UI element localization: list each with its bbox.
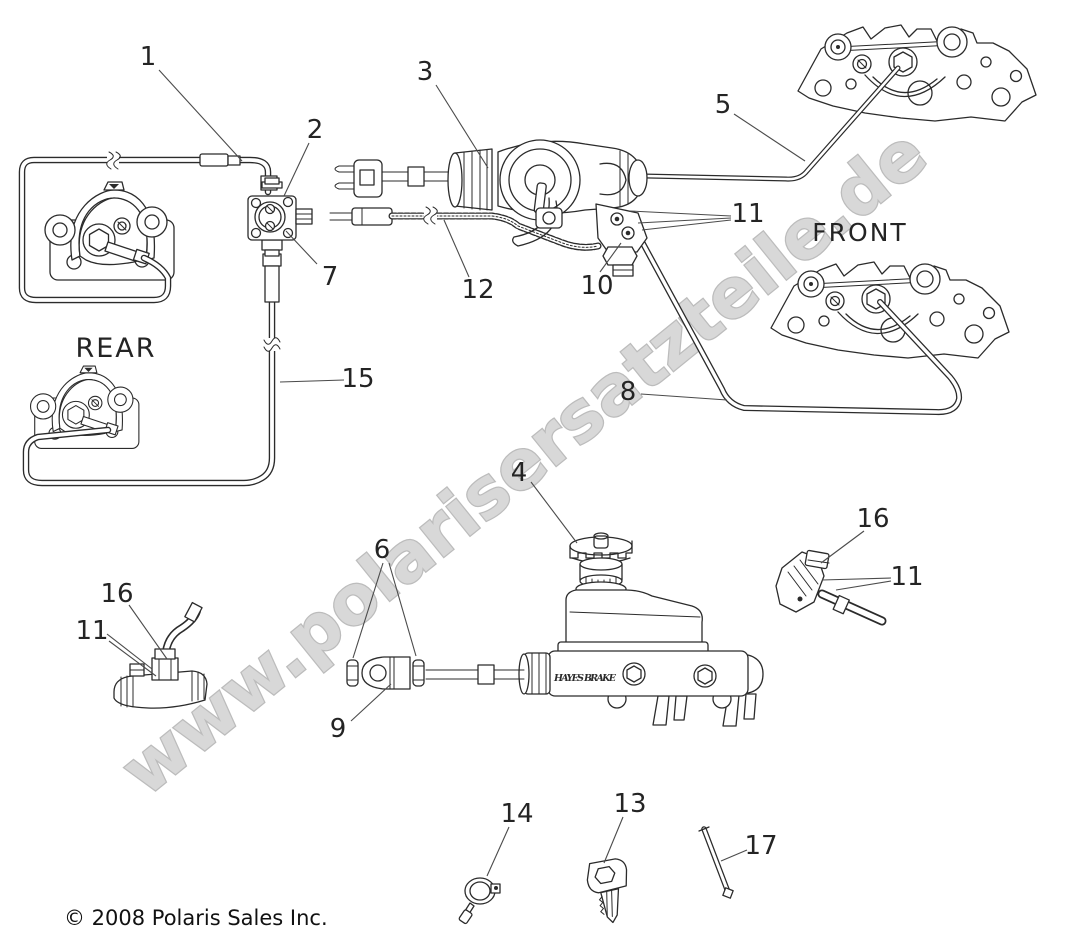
front-brake-line-lower — [637, 235, 963, 416]
callout-1: 1 — [140, 42, 157, 72]
leader-line-11c — [835, 580, 892, 591]
leader-line-9 — [350, 683, 392, 722]
callout-2: 2 — [307, 115, 324, 145]
cylinder-body: HAYES BRAKE — [518, 650, 764, 727]
callout-13: 13 — [613, 789, 646, 819]
pin-part — [698, 826, 734, 899]
callout-3: 3 — [417, 57, 434, 87]
brake-line-fitting-left — [113, 601, 208, 709]
master-cylinder-assembly: HAYES BRAKE — [346, 532, 764, 727]
callout-9: 9 — [330, 714, 347, 744]
leader-line-11b — [106, 633, 153, 670]
callout-11b: 11 — [75, 616, 108, 646]
leader-line-11a — [641, 219, 732, 231]
lever-barrel — [447, 148, 493, 211]
leader-line-5 — [733, 113, 806, 162]
leader-line-16b — [820, 530, 865, 564]
leader-line-17 — [720, 849, 748, 862]
handlebar-master-cylinder — [334, 139, 648, 277]
clevis — [361, 656, 411, 690]
front-caliper-top — [797, 24, 1037, 122]
leader-line-6 — [352, 562, 384, 659]
junction-fitting — [247, 177, 313, 257]
copyright-text: © 2008 Polaris Sales Inc. — [64, 906, 328, 930]
callout-11c: 11 — [890, 562, 923, 592]
leader-line-11a — [637, 217, 732, 224]
callout-6: 6 — [374, 535, 391, 565]
leader-line-15 — [279, 379, 345, 383]
callout-11a: 11 — [731, 199, 764, 229]
leader-line-11a — [629, 210, 732, 217]
leader-line-2 — [283, 142, 310, 197]
callout-16b: 16 — [856, 504, 889, 534]
brake-switch-connector — [334, 159, 383, 198]
callout-16a: 16 — [100, 579, 133, 609]
callout-4: 4 — [511, 458, 528, 488]
leader-line-6 — [388, 562, 417, 657]
leader-line-13 — [603, 816, 624, 864]
leader-line-16a — [128, 604, 168, 660]
push-rod — [425, 664, 525, 685]
brake-line-fitting-right — [775, 549, 887, 626]
callout-17: 17 — [744, 831, 777, 861]
key-part — [586, 858, 628, 924]
front-label: FRONT — [812, 218, 907, 247]
front-brake-line-upper — [642, 65, 901, 182]
brand-stamp: HAYES BRAKE — [553, 673, 617, 684]
leader-line-10 — [599, 242, 622, 273]
leader-line-11b — [108, 640, 157, 677]
leader-line-11c — [821, 577, 892, 581]
leader-line-12 — [443, 219, 470, 278]
clamp-part — [458, 877, 501, 925]
rear-brake-hose — [329, 206, 602, 251]
leader-line-7 — [285, 230, 318, 265]
callout-15: 15 — [341, 364, 374, 394]
clevis-pin-right — [412, 659, 425, 687]
callout-14: 14 — [500, 799, 533, 829]
callout-12: 12 — [461, 275, 494, 305]
banjo-fittings — [595, 203, 648, 277]
leader-line-1 — [158, 69, 243, 162]
callout-8: 8 — [620, 377, 637, 407]
leader-line-3 — [435, 84, 489, 169]
leader-line-14 — [486, 826, 510, 877]
leader-line-8 — [640, 393, 728, 401]
rear-label: REAR — [75, 333, 156, 364]
leader-line-4 — [530, 481, 578, 544]
reservoir — [557, 557, 709, 656]
rear-brake-line-lower — [22, 248, 282, 487]
callout-5: 5 — [715, 90, 732, 120]
callout-10: 10 — [580, 271, 613, 301]
callout-7: 7 — [322, 262, 339, 292]
reservoir-cap — [569, 532, 633, 564]
clevis-pin-left — [346, 659, 359, 687]
